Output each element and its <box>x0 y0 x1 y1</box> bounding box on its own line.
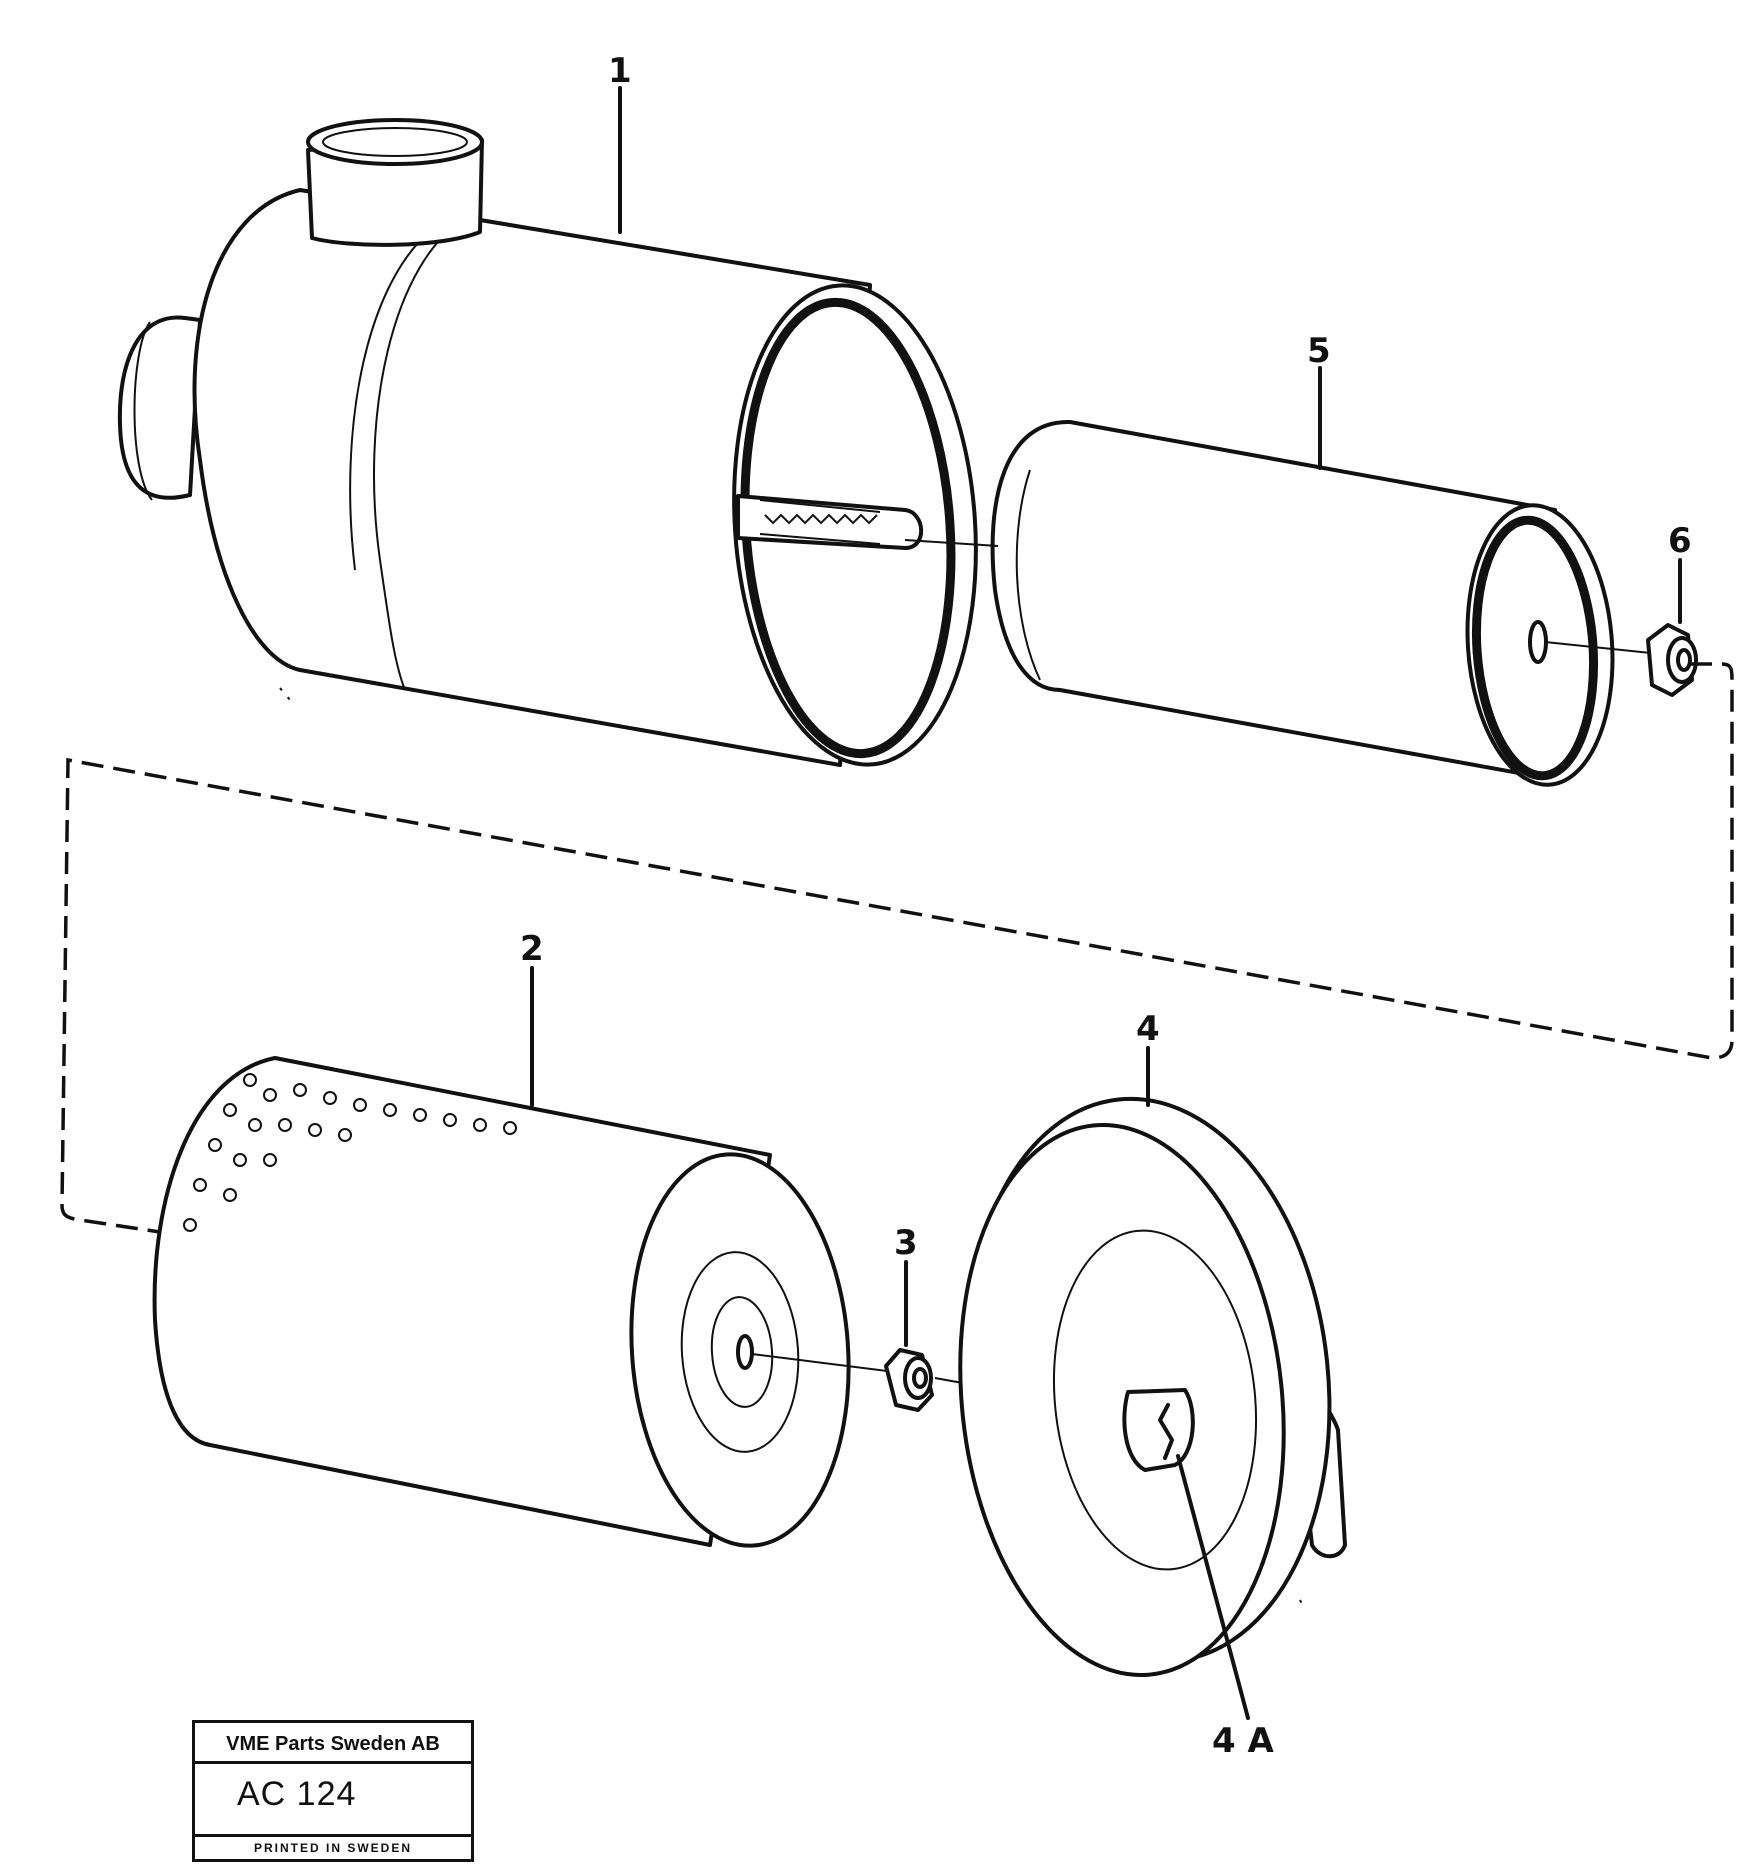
assembly-connector <box>60 662 1734 1234</box>
callout-4: 4 <box>1136 1009 1160 1049</box>
callout-1: 1 <box>608 51 632 91</box>
part-6-nut <box>1646 623 1698 697</box>
part-1-housing <box>117 118 978 767</box>
part-3-nut <box>884 1348 934 1412</box>
callout-6: 6 <box>1668 521 1692 561</box>
stamp-company: VME Parts Sweden AB <box>195 1727 471 1764</box>
callout-4a: 4 A <box>1212 1721 1274 1761</box>
part-4-cover <box>958 1096 1347 1677</box>
title-block: VME Parts Sweden AB AC 124 PRINTED IN SW… <box>192 1720 474 1862</box>
callout-5: 5 <box>1307 331 1331 371</box>
stamp-printed-note: PRINTED IN SWEDEN <box>195 1834 471 1859</box>
leader-4a <box>1176 1454 1250 1720</box>
callout-2: 2 <box>520 929 544 969</box>
callout-3: 3 <box>894 1223 918 1263</box>
part-2-filter-element <box>152 1056 851 1548</box>
stamp-drawing-code: AC 124 <box>237 1775 357 1813</box>
part-5-safety-filter <box>990 419 1615 787</box>
